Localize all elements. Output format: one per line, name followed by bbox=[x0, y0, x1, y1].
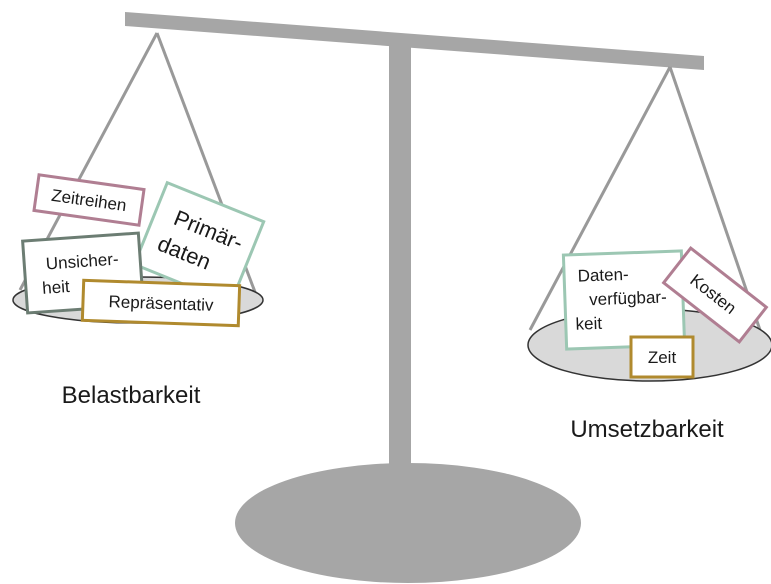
card-zeit-label: Zeit bbox=[648, 348, 677, 367]
left-pan-label: Belastbarkeit bbox=[62, 382, 201, 409]
card-unsicherheit-label-2: heit bbox=[42, 277, 71, 298]
card-primaerdaten: Primär- daten bbox=[132, 180, 266, 306]
scale-beam bbox=[125, 12, 704, 70]
right-string-inner bbox=[668, 66, 762, 331]
scale-base bbox=[235, 463, 581, 583]
card-repraesentativ: Repräsentativ bbox=[80, 278, 242, 328]
card-datenverfuegbarkeit-label-1: Daten- bbox=[577, 265, 629, 286]
card-repraesentativ-label: Repräsentativ bbox=[108, 292, 214, 315]
card-kosten: Kosten bbox=[661, 246, 769, 344]
card-datenverfuegbarkeit-label-2: verfügbar- bbox=[589, 288, 667, 310]
card-zeitreihen: Zeitreihen bbox=[32, 173, 146, 227]
right-string-outer bbox=[528, 66, 672, 331]
card-zeit: Zeit bbox=[629, 335, 695, 379]
card-datenverfuegbarkeit-label-3: keit bbox=[575, 314, 602, 334]
card-datenverfuegbarkeit: Daten- verfügbar- keit bbox=[561, 249, 687, 351]
right-pan-label: Umsetzbarkeit bbox=[570, 416, 724, 443]
scale-post bbox=[389, 38, 411, 468]
